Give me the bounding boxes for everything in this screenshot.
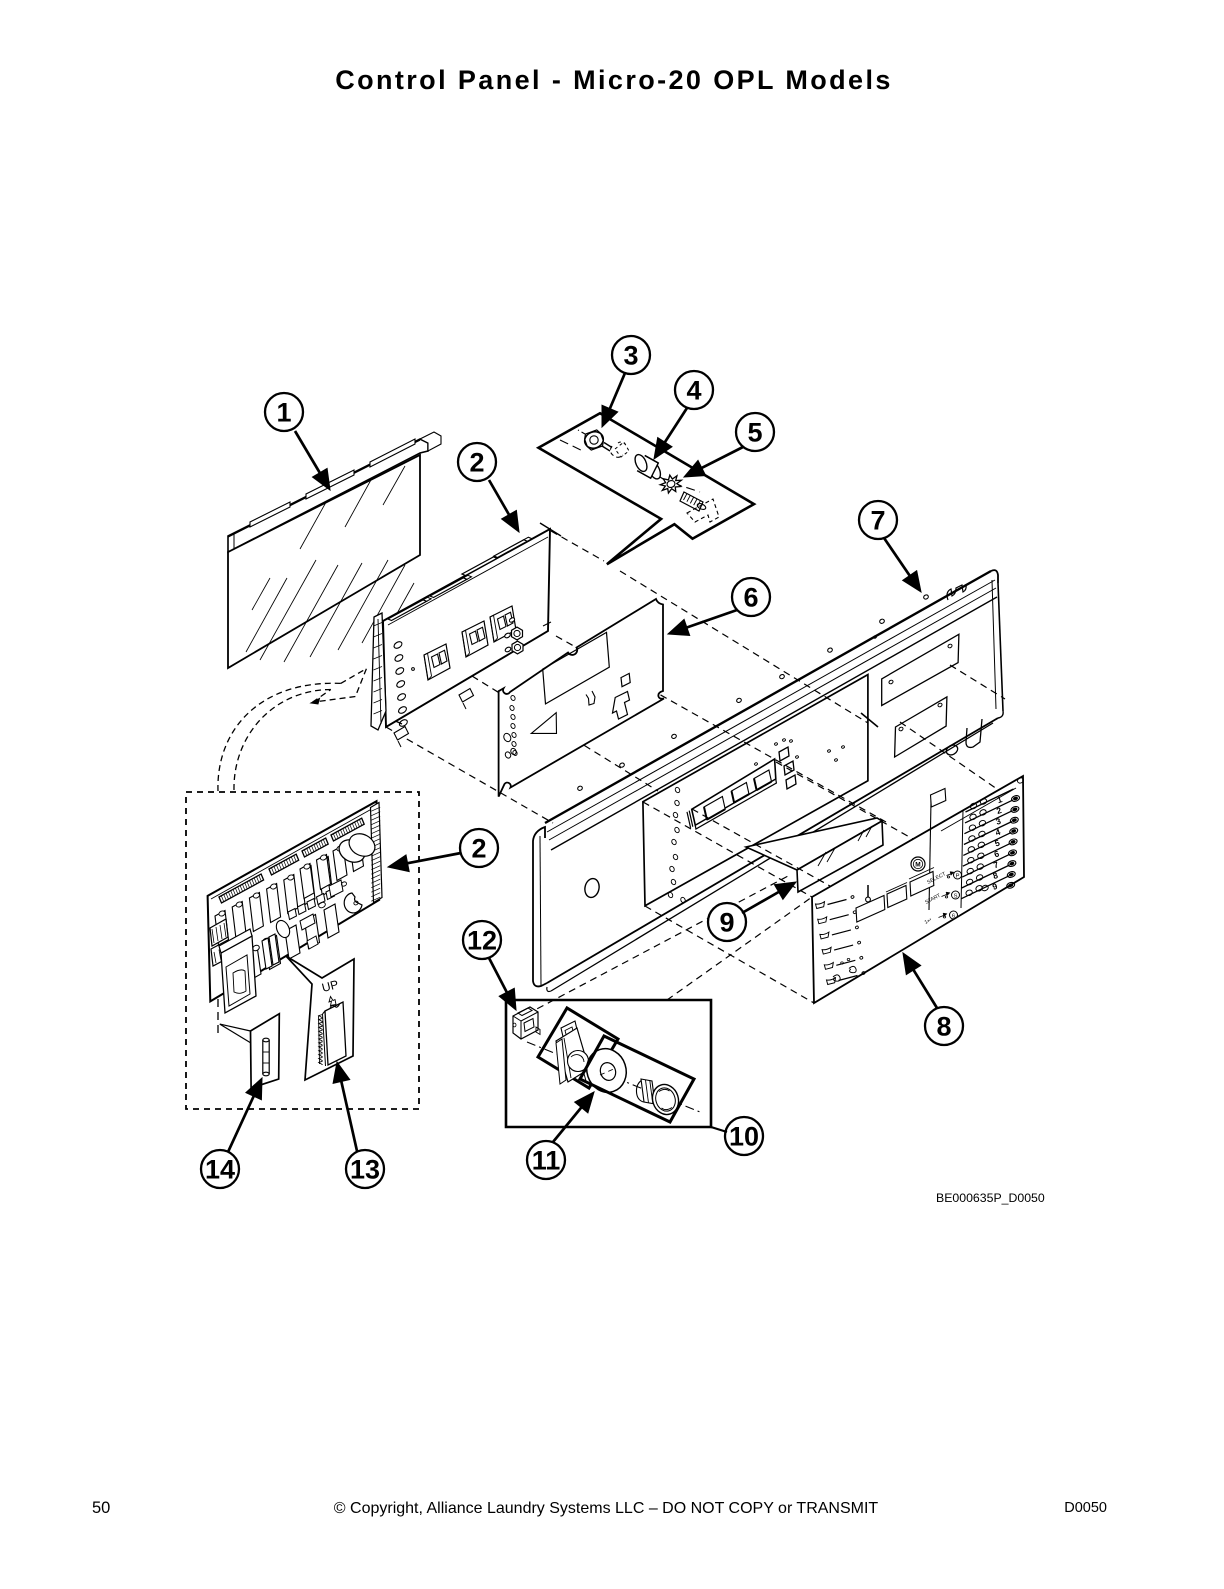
svg-text:© Copyright, Alliance Laundry: © Copyright, Alliance Laundry Systems LL… [334, 1500, 879, 1517]
svg-text:11: 11 [532, 1146, 561, 1176]
svg-text:9: 9 [719, 908, 734, 938]
svg-text:M: M [915, 862, 920, 869]
svg-text:6: 6 [743, 583, 758, 613]
svg-text:12: 12 [467, 926, 497, 956]
svg-text:50: 50 [92, 1499, 110, 1517]
svg-text:9: 9 [991, 881, 999, 892]
svg-text:D0050: D0050 [1064, 1500, 1107, 1516]
svg-text:10: 10 [729, 1122, 759, 1152]
svg-text:1↩: 1↩ [924, 917, 933, 926]
svg-text:1: 1 [996, 794, 1004, 805]
svg-text:3: 3 [995, 816, 1003, 827]
svg-text:UP: UP [320, 977, 340, 995]
svg-text:Control Panel - Micro-20 OPL M: Control Panel - Micro-20 OPL Models [335, 65, 893, 95]
svg-text:4: 4 [994, 827, 1002, 838]
svg-text:7: 7 [870, 506, 885, 536]
svg-text:6: 6 [952, 914, 955, 920]
svg-text:2: 2 [471, 834, 486, 864]
svg-text:3: 3 [623, 341, 638, 371]
svg-text:5: 5 [747, 418, 762, 448]
svg-text:2: 2 [469, 448, 484, 478]
svg-text:4: 4 [686, 376, 701, 406]
svg-text:1: 1 [276, 398, 291, 428]
svg-text:14: 14 [205, 1155, 235, 1185]
svg-text:5: 5 [993, 837, 1001, 848]
svg-text:P: P [956, 874, 960, 880]
svg-text:13: 13 [350, 1155, 380, 1185]
svg-text:BE000635P_D0050: BE000635P_D0050 [936, 1191, 1045, 1205]
svg-text:S: S [954, 894, 958, 900]
svg-text:2: 2 [995, 805, 1003, 816]
svg-text:8: 8 [992, 870, 1000, 881]
svg-text:6: 6 [993, 848, 1001, 859]
svg-text:7: 7 [992, 859, 1000, 870]
svg-text:8: 8 [936, 1012, 951, 1042]
